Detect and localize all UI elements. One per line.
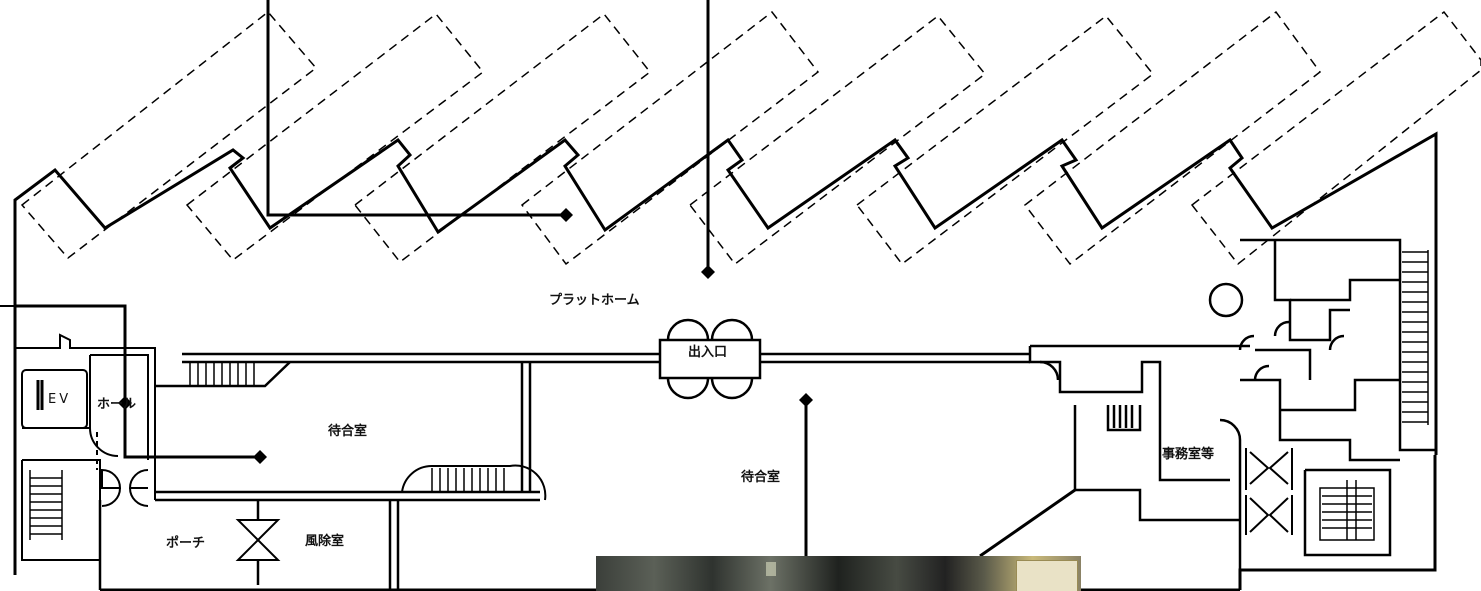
entrance-doors <box>658 318 762 400</box>
corridor-walls <box>155 352 1030 502</box>
office-block <box>1028 238 1436 590</box>
elevator-label: EV <box>48 392 71 407</box>
porch-windbreak <box>98 500 400 590</box>
photo-light <box>766 562 776 576</box>
waiting-room-main-label: 待合室 <box>740 469 780 485</box>
office-label: 事務室等 <box>1162 446 1214 462</box>
waiting-room-left-label: 待合室 <box>327 423 367 439</box>
photo-sign <box>1016 560 1078 591</box>
porch-label: ポーチ <box>166 535 205 551</box>
hall-label: ホール <box>97 397 136 412</box>
photo-inset-thumbnail <box>596 556 1081 591</box>
leader-line-endpoints <box>118 208 813 464</box>
windbreak-room-label: 風除室 <box>305 533 344 549</box>
stairs-lower-middle <box>401 464 547 501</box>
platform-label: プラットホーム <box>549 293 640 308</box>
stairs-upper-left <box>189 362 255 386</box>
entrance-label: 出入口 <box>688 344 727 360</box>
left-service-block <box>15 333 156 561</box>
bus-bays-dashed <box>20 10 1481 266</box>
leader-lines <box>15 0 1076 558</box>
